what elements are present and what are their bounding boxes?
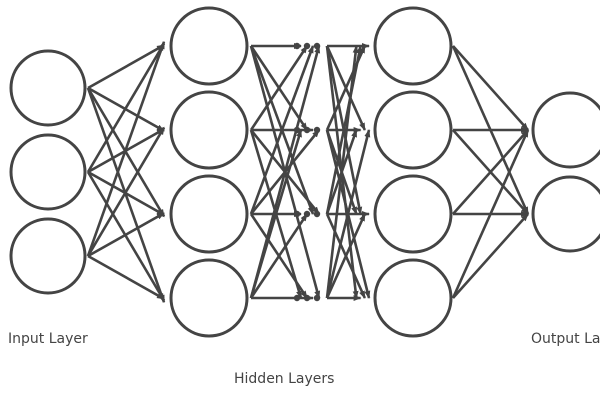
ellipsis-dot <box>313 126 321 134</box>
ellipsis-dot <box>293 126 301 134</box>
connection-arrow <box>325 45 363 215</box>
hidden-node <box>169 258 249 338</box>
output-node <box>531 175 600 253</box>
input-node <box>9 217 87 295</box>
ellipsis-dot <box>303 42 311 50</box>
connection-arrow <box>325 129 371 299</box>
connection-arrow <box>87 44 165 90</box>
connection-arrow <box>325 45 359 299</box>
hidden-node <box>373 90 453 170</box>
ellipsis-dot <box>313 210 321 218</box>
connection-arrow <box>86 87 166 304</box>
hidden-node <box>169 90 249 170</box>
input-node <box>9 49 87 127</box>
connection-arrow <box>451 129 530 299</box>
connection-arrow <box>249 213 309 299</box>
ellipsis-dot <box>293 210 301 218</box>
connection-arrow <box>249 45 315 215</box>
connection-arrow <box>86 171 166 302</box>
ellipsis-dot <box>313 294 321 302</box>
output-node <box>531 91 600 169</box>
connection-arrow <box>325 213 366 299</box>
connection-arrow <box>87 254 165 300</box>
connection-arrow <box>86 126 166 257</box>
connection-arrow <box>249 129 303 299</box>
connection-arrow <box>86 40 166 257</box>
hidden-node <box>373 6 453 86</box>
input-node <box>9 133 87 211</box>
connection-arrow <box>452 213 529 299</box>
connection-arrow <box>249 45 309 131</box>
connection-arrow <box>87 212 165 258</box>
hidden-node <box>373 258 453 338</box>
connection-arrow <box>452 129 529 215</box>
connection-arrow <box>452 45 529 131</box>
hidden-node <box>373 174 453 254</box>
ellipsis-dot <box>303 294 311 302</box>
hidden-layers-label: Hidden Layers <box>234 371 335 387</box>
ellipsis-dot <box>303 126 311 134</box>
output-layer-label: Output Layer <box>531 331 600 347</box>
connection-arrow <box>86 42 166 173</box>
ellipsis-dot <box>293 42 301 50</box>
input-layer-label: Input Layer <box>8 331 88 347</box>
ellipsis-dot <box>313 42 321 50</box>
ellipsis-dot <box>293 294 301 302</box>
ellipsis-dot <box>303 210 311 218</box>
hidden-node <box>169 6 249 86</box>
hidden-node <box>169 174 249 254</box>
